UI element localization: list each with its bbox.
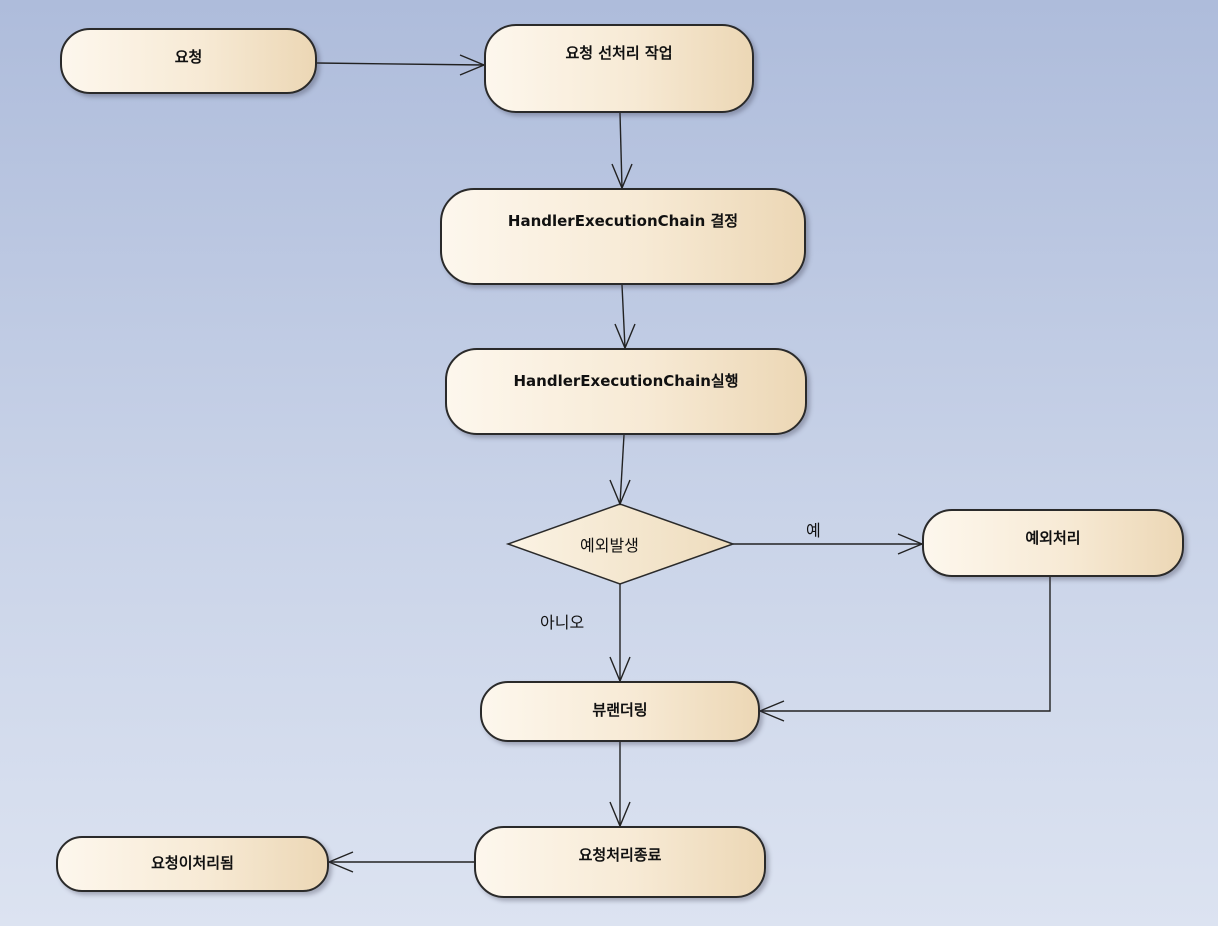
edge-exception-to-view	[760, 577, 1051, 712]
edge-execute-to-decision	[619, 434, 625, 505]
edge-label-yes: 예	[806, 521, 821, 540]
node-view-rendering-label: 뷰랜더링	[592, 701, 648, 719]
node-exception-handling-label: 예외처리	[1025, 529, 1081, 547]
node-determine-chain-label: HandlerExecutionChain 결정	[507, 212, 739, 230]
node-request-end-label: 요청처리종료	[578, 846, 662, 864]
node-request-processed[interactable]: 요청이처리됨	[56, 836, 329, 892]
arrowhead	[327, 851, 354, 873]
node-execute-chain-label: HandlerExecutionChain실행	[513, 372, 739, 390]
arrowhead	[758, 700, 785, 722]
node-preprocess[interactable]: 요청 선처리 작업	[484, 24, 754, 113]
node-view-rendering[interactable]: 뷰랜더링	[480, 681, 760, 742]
node-determine-chain[interactable]: HandlerExecutionChain 결정	[440, 188, 806, 285]
edge-label-no: 아니오	[540, 613, 585, 632]
node-request-end[interactable]: 요청처리종료	[474, 826, 766, 898]
node-request[interactable]: 요청	[60, 28, 317, 94]
node-execute-chain[interactable]: HandlerExecutionChain실행	[445, 348, 807, 435]
decision-label: 예외발생	[580, 536, 639, 555]
arrowhead	[609, 479, 631, 506]
edge-determine-to-execute	[621, 284, 626, 349]
node-exception-handling[interactable]: 예외처리	[922, 509, 1184, 577]
edge-request-to-preprocess	[316, 62, 485, 66]
node-preprocess-label: 요청 선처리 작업	[565, 44, 673, 62]
edge-preprocess-to-determine	[619, 112, 623, 189]
node-request-label: 요청	[174, 48, 203, 66]
node-request-processed-label: 요청이처리됨	[151, 854, 234, 872]
